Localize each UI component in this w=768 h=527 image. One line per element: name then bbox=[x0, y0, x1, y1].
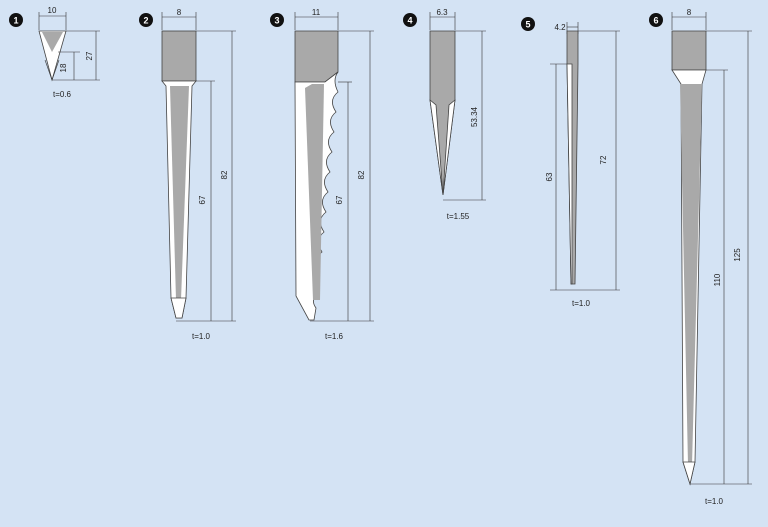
blade-2-shank bbox=[161, 30, 197, 82]
blade-5-number: 5 bbox=[525, 20, 530, 30]
blade-2: 2 8 67 82 t=1.0 bbox=[139, 8, 236, 341]
blade-1-width-label: 10 bbox=[48, 6, 57, 15]
blade-4-edge-left bbox=[429, 99, 444, 196]
blade-1-body bbox=[42, 32, 63, 52]
blade-5-width-label: 4.2 bbox=[554, 23, 566, 32]
blade-3-body bbox=[305, 84, 324, 300]
blade-2-thickness: t=1.0 bbox=[192, 332, 211, 341]
blade-3-width-label: 11 bbox=[312, 8, 321, 17]
blade-5-edge bbox=[566, 63, 573, 285]
blade-1-number-badge bbox=[9, 13, 23, 27]
blade-3-length-short: 67 bbox=[335, 195, 344, 204]
blade-3: 3 11 67 82 t=1.6 bbox=[270, 8, 374, 341]
blade-1-length-long: 27 bbox=[85, 51, 94, 60]
blade-6-width-label: 8 bbox=[687, 8, 692, 17]
blade-1-length-short: 18 bbox=[59, 63, 68, 72]
blade-3-thickness: t=1.6 bbox=[325, 332, 344, 341]
blade-3-number: 3 bbox=[274, 16, 279, 26]
blade-6-shank bbox=[671, 30, 707, 71]
blade-2-body bbox=[170, 86, 189, 300]
blade-4-number: 4 bbox=[407, 16, 412, 26]
blade-4: 4 6.3 53.34 t=1.55 bbox=[403, 8, 486, 221]
blade-6-thickness: t=1.0 bbox=[705, 497, 724, 506]
blade-4-length-long: 53.34 bbox=[470, 106, 479, 127]
blade-4-width-label: 6.3 bbox=[436, 8, 448, 17]
blade-2-width-label: 8 bbox=[177, 8, 182, 17]
blade-1-number: 1 bbox=[13, 16, 18, 26]
blade-3-number-badge bbox=[270, 13, 284, 27]
blade-1-thickness: t=0.6 bbox=[53, 90, 72, 99]
blade-6-number-badge bbox=[649, 13, 663, 27]
blade-6: 6 8 110 125 t=1.0 bbox=[649, 8, 752, 506]
blade-4-thickness: t=1.55 bbox=[447, 212, 470, 221]
blade-6-number: 6 bbox=[653, 16, 658, 26]
blade-5: 5 4.2 63 72 t=1.0 bbox=[521, 17, 620, 308]
blade-1-edge bbox=[38, 30, 67, 82]
blade-3-shank bbox=[294, 30, 339, 83]
blade-5-thickness: t=1.0 bbox=[572, 299, 591, 308]
blade-6-length-long: 125 bbox=[733, 248, 742, 262]
blade-5-number-badge bbox=[521, 17, 535, 31]
blade-4-edge-right bbox=[442, 99, 456, 196]
blade-5-length-long: 72 bbox=[599, 155, 608, 164]
blade-2-length-short: 67 bbox=[198, 195, 207, 204]
blade-2-number: 2 bbox=[143, 16, 148, 26]
blade-6-body bbox=[680, 84, 702, 465]
blade-3-length-long: 82 bbox=[357, 170, 366, 179]
blade-1: 1 10 18 27 t=0.6 bbox=[9, 6, 100, 99]
blade-5-length-short: 63 bbox=[545, 172, 554, 181]
blade-4-number-badge bbox=[403, 13, 417, 27]
blade-6-length-short: 110 bbox=[713, 273, 722, 286]
blade-2-length-long: 82 bbox=[220, 170, 229, 179]
blade-2-number-badge bbox=[139, 13, 153, 27]
